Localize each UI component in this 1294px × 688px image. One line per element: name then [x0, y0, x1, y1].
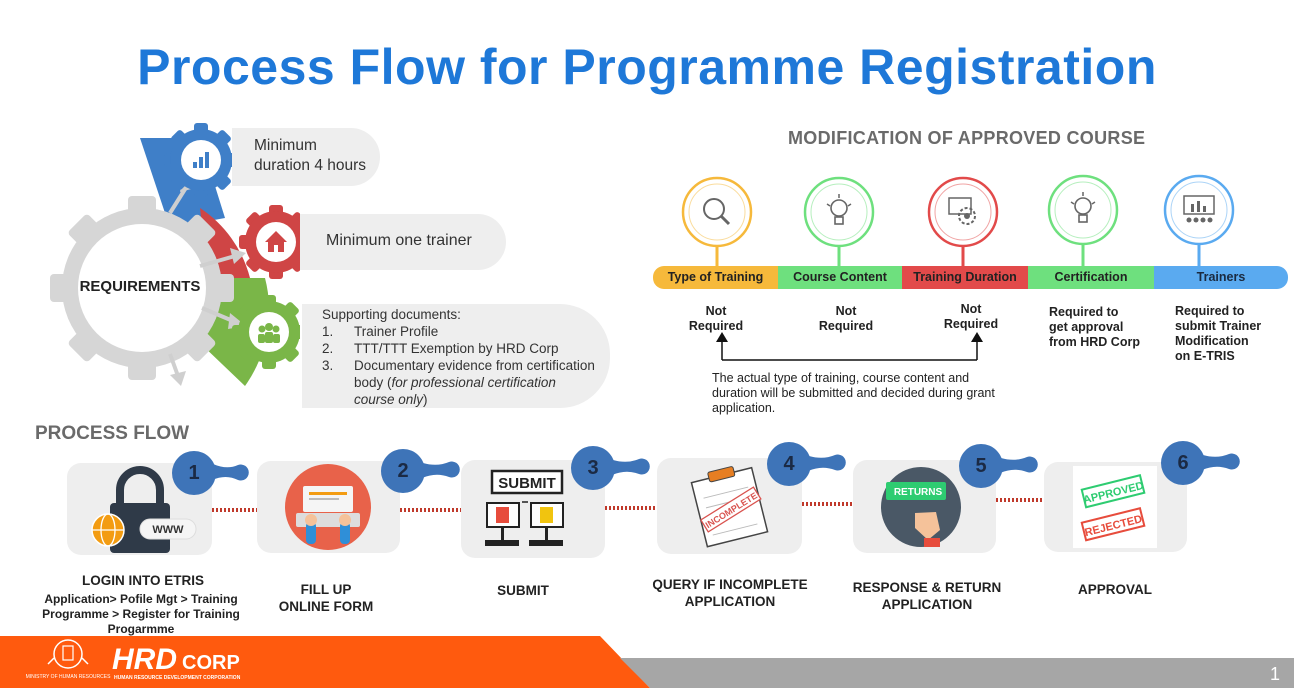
document-text-italic: for professional certification course on… [354, 375, 556, 407]
document-item: 3. Documentary evidence from certificati… [322, 357, 610, 408]
caption-line: APPLICATION [684, 594, 776, 609]
step-caption-response: RESPONSE & RETURN APPLICATION [837, 579, 1017, 613]
step-number: 6 [1161, 441, 1205, 485]
status-line: Required [943, 317, 999, 331]
logo-full-name: HUMAN RESOURCE DEVELOPMENT CORPORATION [114, 675, 241, 681]
magnifier-icon [681, 176, 753, 270]
step-number: 1 [172, 451, 216, 495]
requirement-duration-line1: Minimum [254, 137, 317, 154]
house-icon [239, 205, 300, 279]
bar-chart-icon [164, 123, 238, 197]
document-text-main: Documentary evidence from certification … [354, 358, 595, 390]
modification-note: The actual type of training, course cont… [712, 371, 995, 415]
presentation-icon [1163, 174, 1235, 268]
hrdcorp-logo: HRD CORP HUMAN RESOURCE DEVELOPMENT CORP… [112, 643, 241, 681]
caption-line: RESPONSE & RETURN [852, 580, 1002, 595]
shared-arrow [716, 332, 983, 361]
status-line: Not [960, 302, 982, 316]
status-line: on E-TRIS [1175, 349, 1235, 363]
status-trainers: Required to submit Trainer Modification … [1175, 304, 1285, 364]
caption-line: QUERY IF INCOMPLETE [652, 577, 808, 592]
requirement-trainer: Minimum one trainer [300, 214, 506, 270]
step-caption-form: FILL UP ONLINE FORM [246, 581, 406, 615]
process-flow-title: PROCESS FLOW [35, 423, 190, 444]
modification-title: MODIFICATION OF APPROVED COURSE [788, 128, 1146, 148]
step-number: 5 [959, 444, 1003, 488]
requirement-documents: Supporting documents: 1. Trainer Profile… [302, 304, 610, 408]
step-caption-approval: APPROVAL [1077, 582, 1152, 597]
status-certification: Required to get approval from HRD Corp [1049, 305, 1159, 350]
status-line: Required to [1049, 305, 1119, 319]
tab-course-content: Course Content [778, 266, 902, 289]
caption-line: ONLINE FORM [278, 599, 374, 614]
requirements-gear [50, 196, 234, 380]
caption-line: FILL UP [300, 582, 352, 597]
status-line: submit Trainer [1175, 319, 1262, 333]
status-line: Modification [1175, 334, 1249, 348]
document-item: 2. TTT/TTT Exemption by HRD Corp [322, 340, 610, 357]
step-caption-query: QUERY IF INCOMPLETE APPLICATION [640, 576, 820, 610]
status-line: Required to [1175, 304, 1245, 318]
documents-heading: Supporting documents: [322, 307, 461, 322]
document-text: Documentary evidence from certification … [354, 357, 598, 408]
requirements-diagram [50, 123, 300, 386]
tab-trainers: Trainers [1154, 266, 1288, 289]
requirements-label: REQUIREMENTS [79, 278, 201, 295]
tab-certification: Certification [1028, 266, 1154, 289]
status-type-of-training: Not Required [688, 304, 744, 334]
footer-bar: MINISTRY OF HUMAN RESOURCES HRD CORP HUM… [0, 636, 1294, 688]
step-number: 2 [381, 449, 425, 493]
status-line: get approval [1049, 320, 1124, 334]
step-caption-submit: SUBMIT [497, 583, 549, 598]
status-line: Required [818, 319, 874, 333]
document-text: TTT/TTT Exemption by HRD Corp [354, 341, 559, 356]
step-card-form [257, 461, 400, 553]
tab-training-duration: Training Duration [902, 266, 1028, 289]
document-number: 3. [322, 358, 334, 373]
document-number: 1. [322, 324, 334, 339]
lightbulb-icon [1047, 174, 1119, 268]
document-item: 1. Trainer Profile [322, 323, 610, 340]
ministry-text: MINISTRY OF HUMAN RESOURCES [26, 674, 111, 680]
tab-type-of-training: Type of Training [653, 266, 778, 289]
page-title: Process Flow for Programme Registration [137, 39, 1157, 95]
logo-corp: CORP [182, 652, 240, 674]
status-line: from HRD Corp [1049, 335, 1140, 349]
gear-icon [927, 176, 999, 270]
people-icon [232, 295, 300, 369]
step-number: 3 [571, 446, 615, 490]
step-number: 4 [767, 442, 811, 486]
status-course-content: Not Required [816, 304, 876, 334]
document-number: 2. [322, 341, 334, 356]
status-line: Required [688, 319, 744, 333]
modification-diagram [681, 174, 1235, 361]
document-text: Trainer Profile [354, 324, 439, 339]
ministry-crest-icon [47, 639, 89, 669]
step-caption-login: LOGIN INTO ETRIS [81, 573, 204, 588]
page-number: 1 [1270, 664, 1281, 684]
status-line: Not [835, 304, 857, 318]
document-text-tail: ) [423, 392, 428, 407]
requirement-duration: Minimum duration 4 hours [232, 128, 380, 186]
step-sub-login: Application> Pofile Mgt > Training Progr… [42, 592, 240, 636]
logo-hrd: HRD [112, 643, 177, 676]
status-training-duration: Not Required [942, 302, 1000, 332]
requirement-duration-line2: duration 4 hours [254, 157, 367, 174]
lightbulb-icon [803, 176, 875, 270]
status-line: Not [705, 304, 727, 318]
caption-line: APPLICATION [881, 597, 973, 612]
